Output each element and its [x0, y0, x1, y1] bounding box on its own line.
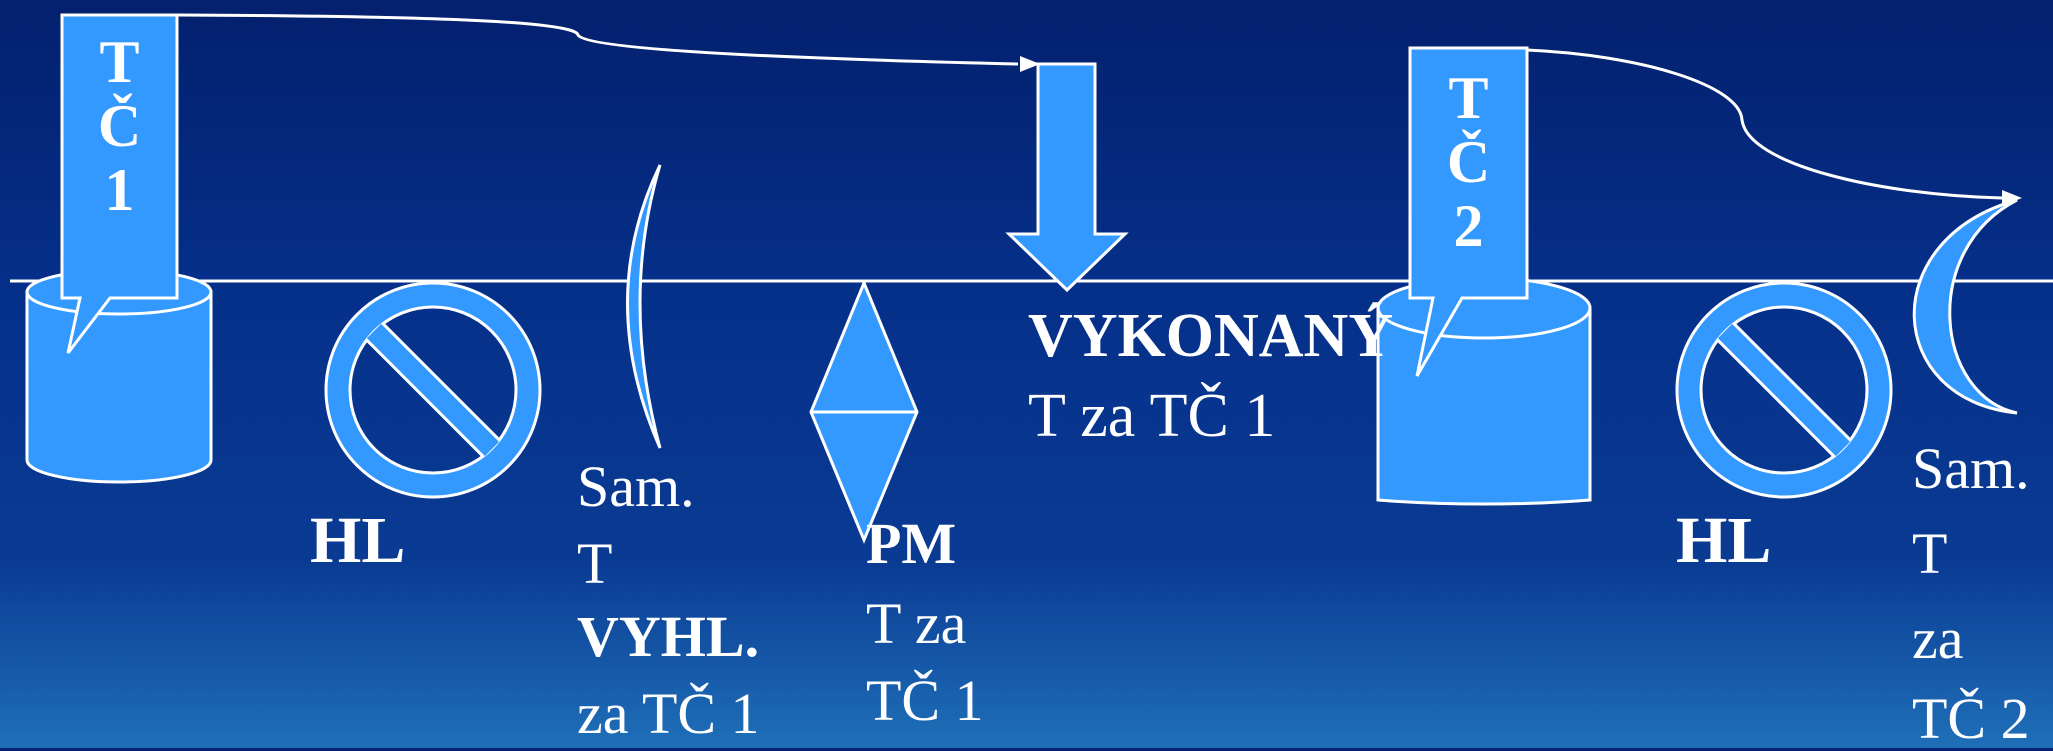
vykonany-line1: VYKONANÝ — [1028, 302, 1394, 370]
pm-line1: PM — [866, 511, 957, 576]
crescent-moon-1-icon — [626, 164, 662, 449]
database-2-cylinder-icon — [1376, 276, 1592, 506]
callout-tc1-text: T Č 1 — [62, 30, 177, 222]
pm-line3: TČ 1 — [866, 668, 984, 733]
connector-tc2-to-crescent — [1526, 48, 2003, 200]
callout-tc2-line3: 2 — [1453, 193, 1484, 259]
callout-tc2-line2: Č — [1446, 129, 1491, 195]
sam-tc2-line2: T — [1912, 521, 1948, 586]
callout-tc2-line1: T — [1448, 65, 1489, 131]
callout-tc2-text: T Č 2 — [1410, 66, 1527, 258]
database-1-cylinder-icon — [25, 268, 213, 484]
sam-vyhl-line4: za TČ 1 — [577, 681, 760, 746]
diamond-icon — [809, 279, 919, 544]
connector-tc1-arrowhead — [1020, 56, 1040, 72]
callout-tc1-line3: 1 — [104, 157, 135, 223]
callout-tc1-line2: Č — [97, 93, 142, 159]
sam-tc2-line4: TČ 2 — [1912, 686, 2030, 751]
sam-vyhl-line3: VYHL. — [577, 604, 760, 669]
vykonany-line2: T za TČ 1 — [1028, 382, 1276, 450]
sam-tc2-line1: Sam. — [1912, 436, 2030, 501]
sam-vyhl-line1: Sam. — [577, 454, 695, 519]
sam-vyhl-line2: T — [577, 531, 613, 596]
callout-tc1-shape — [60, 13, 179, 354]
no-symbol-2-icon — [1675, 281, 1893, 499]
callout-tc2-shape — [1408, 46, 1529, 377]
callout-tc1-line1: T — [99, 29, 140, 95]
hl-label-1: HL — [310, 504, 406, 577]
connector-tc1-to-vykonany — [176, 13, 1019, 66]
crescent-moon-2-icon — [1912, 198, 2018, 415]
pm-line2: T za — [866, 591, 967, 656]
down-arrow-icon — [1005, 62, 1129, 293]
sam-tc2-line3: za — [1912, 606, 1964, 671]
no-symbol-1-icon — [324, 281, 542, 499]
hl-label-2: HL — [1676, 504, 1772, 577]
